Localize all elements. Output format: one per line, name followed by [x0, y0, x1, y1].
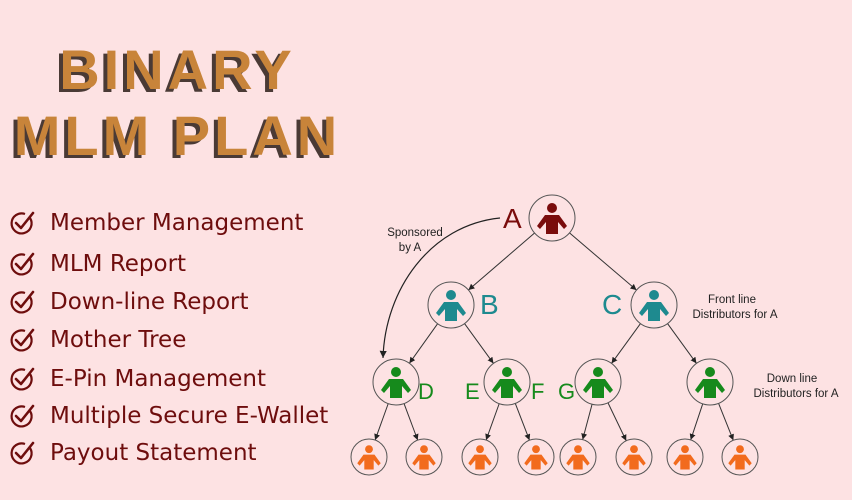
person-icon: [537, 203, 567, 234]
tree-edge: [581, 404, 593, 440]
tree-edge: [403, 403, 419, 441]
tree-node: [483, 358, 531, 406]
tree-node: [574, 358, 622, 406]
person-icon: [566, 445, 590, 470]
tree-edge: [468, 232, 535, 291]
tree-edge: [464, 323, 494, 364]
tree-node: [686, 358, 734, 406]
node-label-b: B: [480, 289, 499, 320]
sponsored-label-2: by A: [399, 242, 422, 254]
tree-node: [517, 438, 555, 476]
feature-item: Down-line Report: [8, 286, 249, 318]
title-line-2: MLM PLAN: [13, 104, 342, 167]
tree-node: [461, 438, 499, 476]
sponsored-label: Sponsored: [387, 227, 443, 239]
person-icon: [524, 445, 548, 470]
tree-node: [427, 281, 475, 329]
front-line-label: Front line: [708, 294, 756, 306]
tree-node: [721, 438, 759, 476]
feature-item: MLM Report: [8, 248, 186, 280]
feature-item: E-Pin Management: [8, 363, 266, 395]
person-icon: [436, 290, 466, 321]
person-icon: [728, 445, 752, 470]
tree-node: [630, 281, 678, 329]
tree-edge: [718, 403, 734, 441]
tree-edge: [408, 323, 439, 364]
node-label-c: C: [602, 289, 622, 320]
person-icon: [673, 445, 697, 470]
person-icon: [357, 445, 381, 470]
node-label-d: D: [418, 379, 434, 404]
node-label-a: A: [503, 203, 522, 234]
check-circle-icon: [10, 404, 35, 428]
tree-edge: [611, 323, 641, 364]
feature-label: MLM Report: [50, 251, 187, 277]
tree-edge: [569, 232, 637, 291]
tree-edge: [514, 403, 531, 441]
person-icon: [583, 367, 613, 398]
person-icon: [622, 445, 646, 470]
person-icon: [412, 445, 436, 470]
tree-edge: [374, 403, 389, 441]
feature-label: Mother Tree: [50, 327, 187, 353]
check-circle-icon: [10, 328, 35, 352]
person-icon: [695, 367, 725, 398]
tree-edge: [607, 402, 627, 441]
node-label-g: G: [558, 379, 575, 404]
sponsor-arrow: [379, 217, 501, 359]
check-circle-icon: [10, 211, 35, 235]
down-line-label: Down line: [767, 373, 818, 385]
check-circle-icon: [10, 441, 35, 465]
tree-node: [559, 438, 597, 476]
tree-node: [372, 358, 420, 406]
feature-label: Multiple Secure E-Wallet: [50, 403, 329, 429]
person-icon: [639, 290, 669, 321]
tree-edge: [667, 323, 697, 364]
down-line-label-2: Distributors for A: [754, 388, 839, 400]
tree-edge: [485, 403, 500, 441]
tree-node: [528, 194, 576, 242]
feature-item: Multiple Secure E-Wallet: [8, 400, 328, 432]
node-label-e: E: [465, 379, 480, 404]
check-circle-icon: [10, 367, 35, 391]
feature-item: Payout Statement: [8, 437, 257, 469]
title-line-1: BINARY: [59, 38, 296, 101]
check-circle-icon: [10, 252, 35, 276]
tree-node: [615, 438, 653, 476]
person-icon: [381, 367, 411, 398]
person-icon: [468, 445, 492, 470]
feature-label: Member Management: [50, 210, 304, 236]
person-icon: [492, 367, 522, 398]
tree-node: [405, 438, 443, 476]
feature-item: Mother Tree: [8, 324, 186, 356]
tree-node: [666, 438, 704, 476]
tree-edge: [689, 403, 704, 441]
feature-item: Member Management: [8, 207, 303, 239]
tree-node: [350, 438, 388, 476]
feature-label: Down-line Report: [50, 289, 249, 315]
node-label-f: F: [531, 379, 544, 404]
feature-label: Payout Statement: [50, 440, 257, 466]
feature-label: E-Pin Management: [50, 366, 266, 392]
front-line-label-2: Distributors for A: [693, 309, 778, 321]
check-circle-icon: [10, 290, 35, 314]
